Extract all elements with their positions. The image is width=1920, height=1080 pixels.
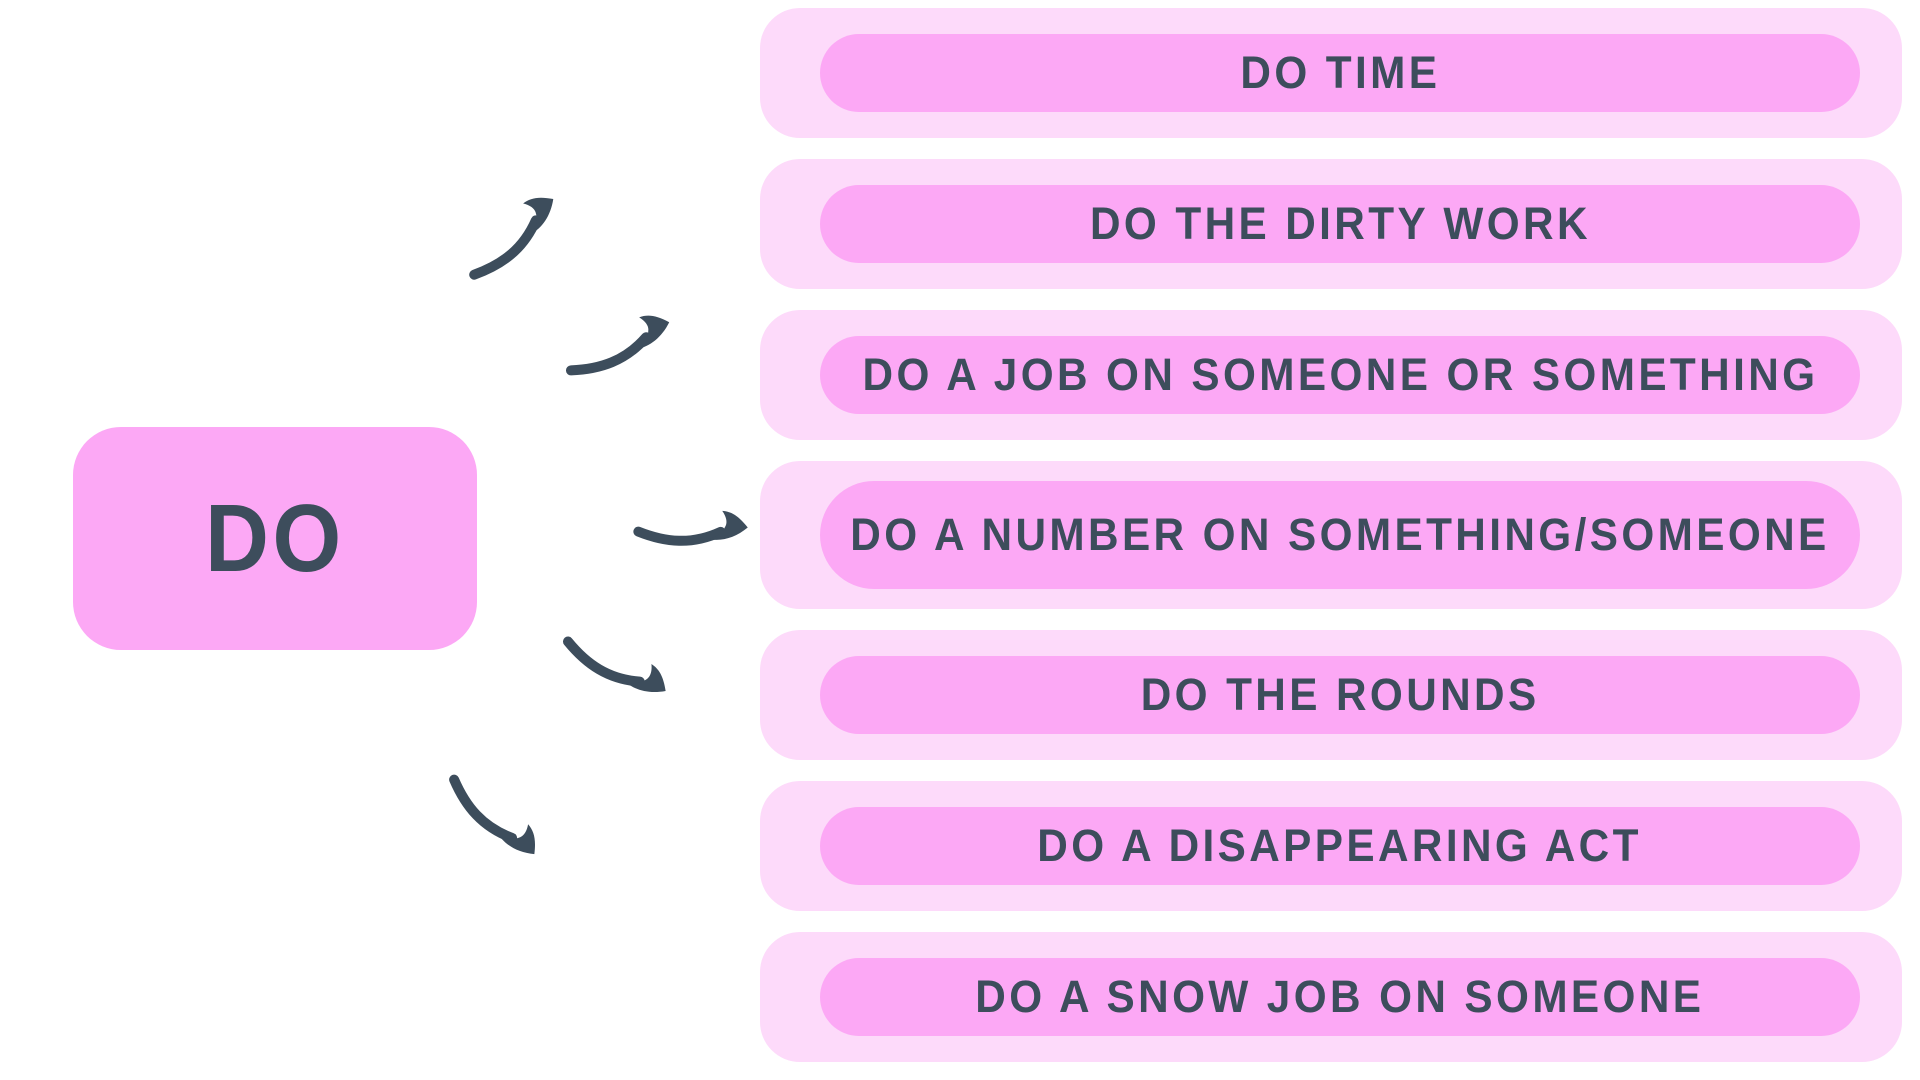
idiom-label: DO THE ROUNDS (1140, 669, 1540, 720)
idiom-list: DO TIME DO THE DIRTY WORK DO A JOB ON SO… (760, 8, 1902, 1062)
idiom-label: DO THE DIRTY WORK (1089, 198, 1591, 249)
idiom-card-dirty-work: DO THE DIRTY WORK (760, 159, 1902, 289)
root-node-label: DO (205, 484, 345, 592)
arrow-to-do-a-number-icon (630, 495, 756, 559)
idiom-label: DO A JOB ON SOMEONE OR SOMETHING (862, 349, 1818, 400)
idiom-label: DO A DISAPPEARING ACT (1037, 820, 1643, 871)
idiom-pill: DO A JOB ON SOMEONE OR SOMETHING (820, 336, 1860, 414)
idiom-card-the-rounds: DO THE ROUNDS (760, 630, 1902, 760)
arrow-to-do-a-job-icon (555, 308, 682, 380)
idiom-pill: DO A NUMBER ON SOMETHING/SOMEONE (820, 481, 1860, 589)
idiom-pill: DO TIME (820, 34, 1860, 112)
idiom-card-do-a-job: DO A JOB ON SOMEONE OR SOMETHING (760, 310, 1902, 440)
idiom-label: DO A NUMBER ON SOMETHING/SOMEONE (850, 509, 1830, 560)
idiom-card-do-time: DO TIME (760, 8, 1902, 138)
idiom-pill: DO THE DIRTY WORK (820, 185, 1860, 263)
idiom-pill: DO THE ROUNDS (820, 656, 1860, 734)
idiom-card-do-a-number: DO A NUMBER ON SOMETHING/SOMEONE (760, 461, 1902, 609)
idiom-label: DO TIME (1240, 47, 1440, 98)
idiom-label: DO A SNOW JOB ON SOMEONE (975, 971, 1705, 1022)
arrow-to-do-the-rounds-icon (558, 609, 679, 719)
idiom-card-snow-job: DO A SNOW JOB ON SOMEONE (760, 932, 1902, 1062)
idiom-pill: DO A DISAPPEARING ACT (820, 807, 1860, 885)
idiom-pill: DO A SNOW JOB ON SOMEONE (820, 958, 1860, 1036)
arrow-to-do-the-dirty-work-icon (449, 185, 574, 285)
idiom-card-disappearing-act: DO A DISAPPEARING ACT (760, 781, 1902, 911)
root-node-do: DO (73, 427, 477, 650)
arrow-to-disappearing-act-icon (444, 753, 549, 877)
